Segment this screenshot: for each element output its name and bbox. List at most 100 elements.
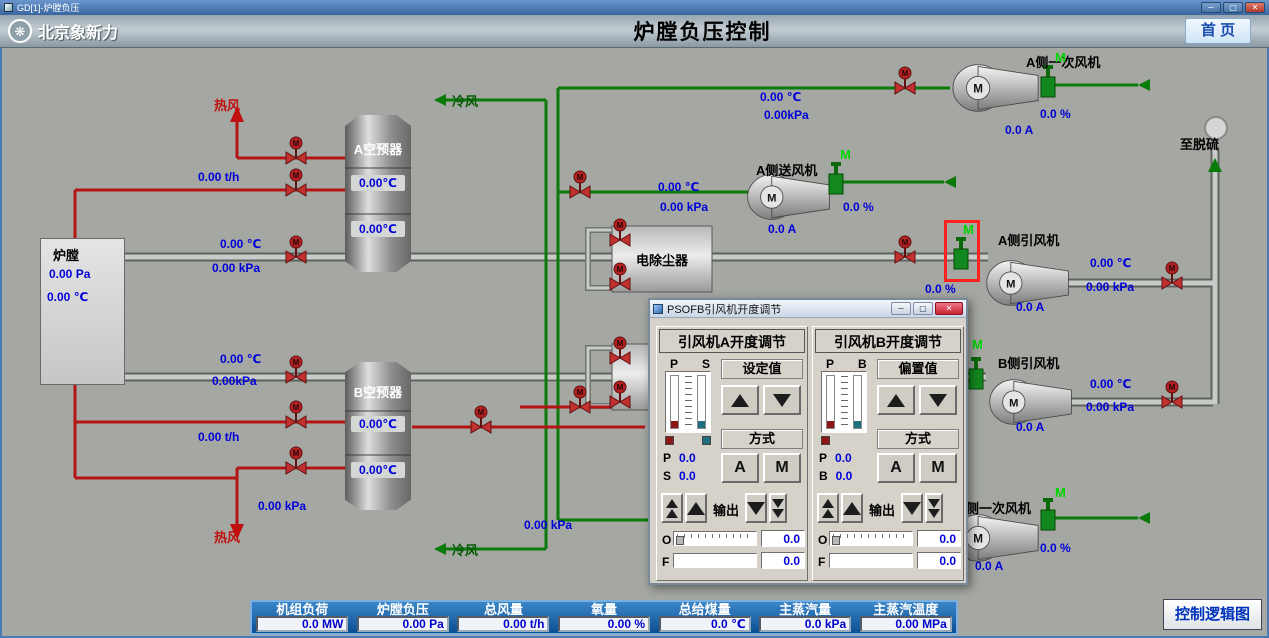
minimize-icon[interactable]: ─ — [891, 302, 911, 315]
close-icon[interactable]: ✕ — [935, 302, 963, 315]
top-press: 0.00kPa — [764, 108, 809, 122]
fan-primary-b-label: 侧一次风机 — [966, 501, 1032, 516]
manual-button[interactable]: M — [919, 453, 957, 483]
maximize-icon[interactable]: ▢ — [1223, 2, 1243, 13]
f-value: 0.0 — [917, 552, 961, 569]
field-label: 氧量 — [591, 602, 618, 617]
preheater-a: A空预器 0.00℃ 0.00℃ — [345, 115, 411, 272]
fast-raise-button[interactable] — [817, 493, 839, 523]
window-titlebar[interactable]: GD[1]-炉膛负压 ─ ▢ ✕ — [0, 0, 1269, 15]
level-gauge — [665, 371, 711, 433]
home-button[interactable]: 首 页 — [1185, 18, 1251, 44]
f-label: F — [662, 555, 670, 569]
control-logic-button[interactable]: 控制逻辑图 — [1163, 599, 1262, 630]
maximize-icon[interactable]: ▢ — [913, 302, 933, 315]
hot-air-label-top: 热风 — [214, 98, 241, 113]
damper-primary-b-icon[interactable] — [1040, 498, 1056, 531]
motor-valve-icon[interactable] — [285, 136, 307, 165]
duct-b-press: 0.00kPa — [212, 374, 257, 388]
motor-valve-icon[interactable] — [285, 446, 307, 475]
cold-air-arrow-icon — [434, 543, 446, 555]
output-slider[interactable] — [673, 531, 757, 546]
bar-b-label: B — [858, 357, 867, 371]
fan-id-a-icon[interactable] — [986, 260, 1069, 306]
bar-p-label: P — [826, 357, 835, 371]
output-slider[interactable] — [829, 531, 913, 546]
auto-button[interactable]: A — [877, 453, 915, 483]
s-indicator — [702, 436, 711, 445]
fast-raise-button[interactable] — [661, 493, 683, 523]
level-gauge — [821, 371, 867, 433]
motor-indicator: M — [1055, 50, 1066, 65]
fan-primary-a-icon[interactable] — [952, 64, 1039, 112]
step-raise-button[interactable] — [841, 493, 863, 523]
o-value: 0.0 — [917, 530, 961, 547]
motor-indicator: M — [972, 337, 983, 352]
mode-label: 方式 — [721, 429, 803, 449]
field-value: 0.0 ℃ — [658, 616, 751, 632]
raise-button[interactable] — [721, 385, 759, 415]
primary-b-pct: 0.0 % — [1040, 541, 1071, 555]
minimize-icon[interactable]: ─ — [1201, 2, 1221, 13]
id-b-press: 0.00 kPa — [1086, 400, 1135, 414]
motor-valve-icon[interactable] — [894, 66, 916, 95]
primary-a-amp: 0.0 A — [1005, 123, 1034, 137]
field-value: 0.00 MPa — [859, 616, 952, 632]
motor-valve-icon[interactable] — [285, 400, 307, 429]
lower-button[interactable] — [763, 385, 801, 415]
auto-button[interactable]: A — [721, 453, 759, 483]
fan-id-a-label: A侧引风机 — [998, 233, 1060, 248]
v1-value: 0.0 — [835, 451, 852, 465]
motor-valve-icon[interactable] — [569, 170, 591, 199]
precipitator-label: 电除尘器 — [635, 253, 688, 268]
lower-button[interactable] — [919, 385, 957, 415]
window-title: GD[1]-炉膛负压 — [17, 3, 80, 13]
id-a-pct: 0.0 % — [925, 282, 956, 296]
hot-air-arrow-down-icon — [230, 524, 244, 540]
id-b-amp: 0.0 A — [1016, 420, 1045, 434]
dialog-icon — [653, 303, 663, 314]
dialog-titlebar[interactable]: PSOFB引风机开度调节 ─ ▢ ✕ — [650, 300, 966, 318]
raise-button[interactable] — [877, 385, 915, 415]
bar-s-label: S — [702, 357, 711, 371]
fan-id-b-icon[interactable] — [989, 379, 1072, 425]
step-raise-button[interactable] — [685, 493, 707, 523]
primary-b-amp: 0.0 A — [975, 559, 1004, 573]
motor-valve-icon[interactable] — [470, 405, 492, 434]
fast-lower-button[interactable] — [925, 493, 943, 523]
v2-value: 0.0 — [679, 469, 696, 483]
manual-button[interactable]: M — [763, 453, 801, 483]
motor-valve-icon[interactable] — [285, 168, 307, 197]
damper-fd-a-icon[interactable] — [828, 162, 844, 195]
furnace-pressure: 0.00 Pa — [49, 267, 91, 281]
hot-air-arrow-up-icon — [230, 106, 244, 122]
v2-value: 0.0 — [835, 469, 853, 483]
fan-id-b-label: B侧引风机 — [998, 356, 1060, 371]
hot-b-press: 0.00 kPa — [258, 499, 307, 513]
preheater-b-label: B空预器 — [353, 385, 403, 400]
step-lower-button[interactable] — [901, 493, 923, 523]
id-a-press: 0.00 kPa — [1086, 280, 1135, 294]
damper-id-b-icon[interactable] — [968, 357, 984, 390]
id-a-amp: 0.0 A — [1016, 300, 1045, 314]
to-desulfur-label: 至脱硫 — [1180, 137, 1220, 152]
fan-fd-a-icon[interactable] — [747, 174, 830, 220]
fast-lower-button[interactable] — [769, 493, 787, 523]
panel-b-title: 引风机B开度调节 — [815, 329, 961, 353]
furnace-temp: 0.00 ℃ — [47, 290, 89, 304]
dialog-title: PSOFB引风机开度调节 — [667, 303, 782, 316]
output-label: 输出 — [713, 503, 740, 518]
field-value: 0.0 kPa — [759, 616, 852, 632]
close-icon[interactable]: ✕ — [1245, 2, 1265, 13]
cold-air-label-top: 冷风 — [452, 94, 479, 109]
setpoint-label: 设定值 — [721, 359, 803, 379]
preheater-b-temp2: 0.00℃ — [351, 462, 405, 478]
preheater-a-temp1: 0.00℃ — [351, 175, 405, 191]
id-a-temp: 0.00 ℃ — [1090, 256, 1132, 270]
step-lower-button[interactable] — [745, 493, 767, 523]
p-indicator — [821, 436, 830, 445]
p-indicator — [665, 436, 674, 445]
flow-b-value: 0.00 t/h — [198, 430, 240, 444]
field-value: 0.00 t/h — [457, 616, 550, 632]
